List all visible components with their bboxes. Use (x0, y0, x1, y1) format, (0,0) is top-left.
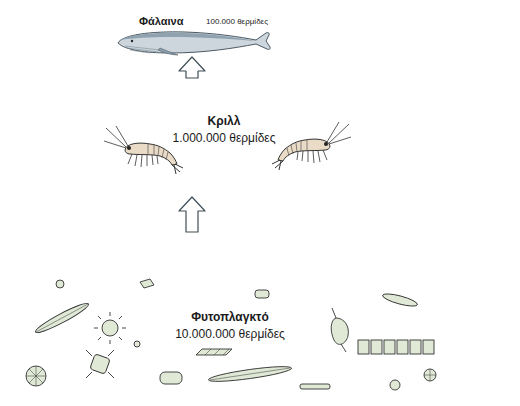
calorie-value: 1.000.000 θερμίδες (173, 131, 276, 145)
phytoplankton-drawing (358, 340, 369, 354)
slab-side (446, 232, 490, 400)
energy-level-slab: Φάλαινα 100.000 θερμίδες (108, 2, 290, 56)
slab-top (18, 232, 490, 262)
phytoplankton-drawing (134, 341, 140, 347)
whale-drawing (158, 48, 178, 55)
phytoplankton-drawing (390, 380, 400, 390)
phytoplankton-drawing (196, 349, 232, 355)
calorie-value: 10.000.000 θερμίδες (175, 327, 285, 341)
phytoplankton-drawing (26, 366, 46, 386)
phytoplankton-drawing (26, 279, 436, 390)
slab-front (108, 98, 340, 196)
energy-level-slab: Φυτοπλαγκτό 10.000.000 θερμίδες (18, 232, 490, 400)
whale-drawing (118, 32, 270, 55)
phytoplankton-drawing (423, 340, 434, 354)
level-name: Φάλαινα (139, 15, 183, 28)
phytoplankton-drawing (205, 349, 229, 355)
slab-outline (108, 2, 290, 56)
phytoplankton-drawing (410, 340, 421, 354)
level-name: Κριλλ (208, 114, 241, 128)
whale-drawing (131, 40, 133, 42)
phytoplankton-drawing (33, 300, 90, 336)
phytoplankton-drawing (36, 304, 88, 332)
phytoplankton-drawing (382, 291, 419, 308)
energy-flow-arrow (179, 57, 205, 78)
slab-top (108, 78, 364, 98)
phytoplankton-drawing (208, 364, 292, 385)
krill-drawing (104, 126, 183, 174)
phytoplankton-drawing (358, 340, 434, 354)
slab-front (18, 262, 446, 400)
phytoplankton-drawing (371, 340, 382, 354)
slab-top (108, 2, 290, 14)
slab-side (272, 2, 290, 56)
whale-drawing (118, 32, 270, 53)
phytoplankton-drawing (255, 290, 269, 298)
calorie-value: 100.000 θερμίδες (206, 17, 268, 27)
phytoplankton-drawing (397, 340, 408, 354)
krill-drawing (272, 122, 351, 170)
phytoplankton-drawing (332, 308, 346, 352)
slab-side (340, 78, 364, 196)
phytoplankton-drawing (424, 369, 436, 381)
whale-drawing (120, 33, 256, 41)
phytoplankton-drawing (56, 280, 64, 288)
phytoplankton-drawing (331, 318, 348, 344)
phytoplankton-drawing (424, 369, 436, 381)
phytoplankton-drawing (210, 368, 290, 380)
phytoplankton-drawing (384, 340, 395, 354)
phytoplankton-drawing (160, 372, 182, 384)
level-name: Φυτοπλαγκτό (191, 310, 269, 324)
phytoplankton-drawing (300, 384, 330, 389)
energy-level-slab: Κριλλ 1.000.000 θερμίδες (108, 78, 364, 196)
krill-drawing (104, 122, 351, 174)
energy-flow-arrow (179, 197, 205, 232)
whale-drawing (125, 46, 160, 53)
phytoplankton-drawing (102, 320, 118, 336)
phytoplankton-drawing (140, 279, 154, 288)
phytoplankton-drawing (26, 366, 46, 386)
phytoplankton-drawing (94, 312, 126, 344)
slab-front (108, 14, 272, 56)
phytoplankton-drawing (86, 350, 114, 378)
phytoplankton-drawing (90, 354, 111, 375)
